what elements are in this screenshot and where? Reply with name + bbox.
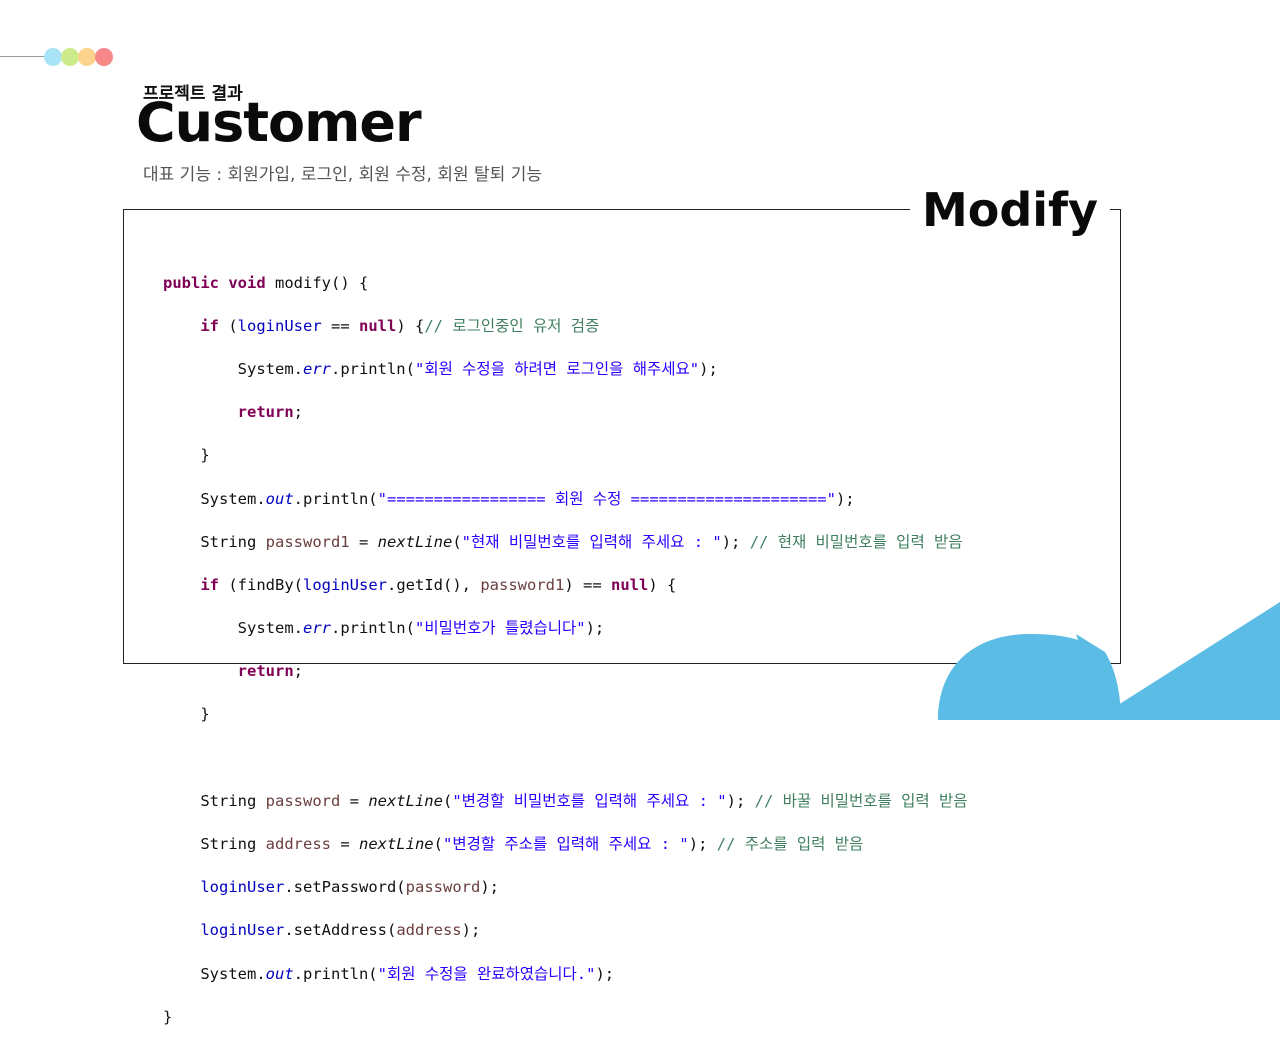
code-line: System.err.println("비밀번호가 틀렸습니다"); xyxy=(163,619,605,638)
panel-label: Modify xyxy=(910,182,1110,242)
code-line: public void modify() { xyxy=(163,273,369,292)
code-block: public void modify() { if (loginUser == … xyxy=(163,251,967,1050)
code-line: System.out.println("회원 수정을 완료하였습니다."); xyxy=(163,964,615,983)
code-line: } xyxy=(163,1007,173,1026)
code-line: loginUser.setPassword(password); xyxy=(200,878,499,897)
dot-cyan xyxy=(44,48,62,66)
code-line: String password1 = nextLine("현재 비밀번호를 입력… xyxy=(163,532,963,551)
code-line: System.err.println("회원 수정을 하려면 로그인을 해주세요… xyxy=(163,359,718,378)
code-line-blank xyxy=(163,748,967,770)
code-line: if (loginUser == null) {// 로그인중인 유저 검증 xyxy=(200,316,600,335)
code-panel xyxy=(123,209,1121,664)
decorative-line xyxy=(0,56,50,57)
code-line: loginUser.setAddress(address); xyxy=(200,921,481,940)
code-line: if (findBy(loginUser.getId(), password1)… xyxy=(200,575,677,594)
decorative-blue-triangle xyxy=(1118,602,1280,720)
dot-green xyxy=(61,48,79,66)
code-line: String address = nextLine("변경할 주소를 입력해 주… xyxy=(163,835,864,854)
code-line: System.out.println("================= 회원… xyxy=(163,489,855,508)
code-line: } xyxy=(163,446,210,465)
slide-title: Customer xyxy=(136,91,422,154)
dot-yellow xyxy=(78,48,96,66)
dot-red xyxy=(95,48,113,66)
decorative-dots xyxy=(44,48,113,66)
code-line: } xyxy=(163,705,210,724)
section-label: 프로젝트 결과 xyxy=(143,84,243,104)
code-line: return; xyxy=(237,662,303,681)
slide-description: 대표 기능 : 회원가입, 로그인, 회원 수정, 회원 탈퇴 기능 xyxy=(143,165,543,185)
code-line: String password = nextLine("변경할 비밀번호를 입력… xyxy=(163,791,968,810)
code-line: return; xyxy=(237,403,303,422)
